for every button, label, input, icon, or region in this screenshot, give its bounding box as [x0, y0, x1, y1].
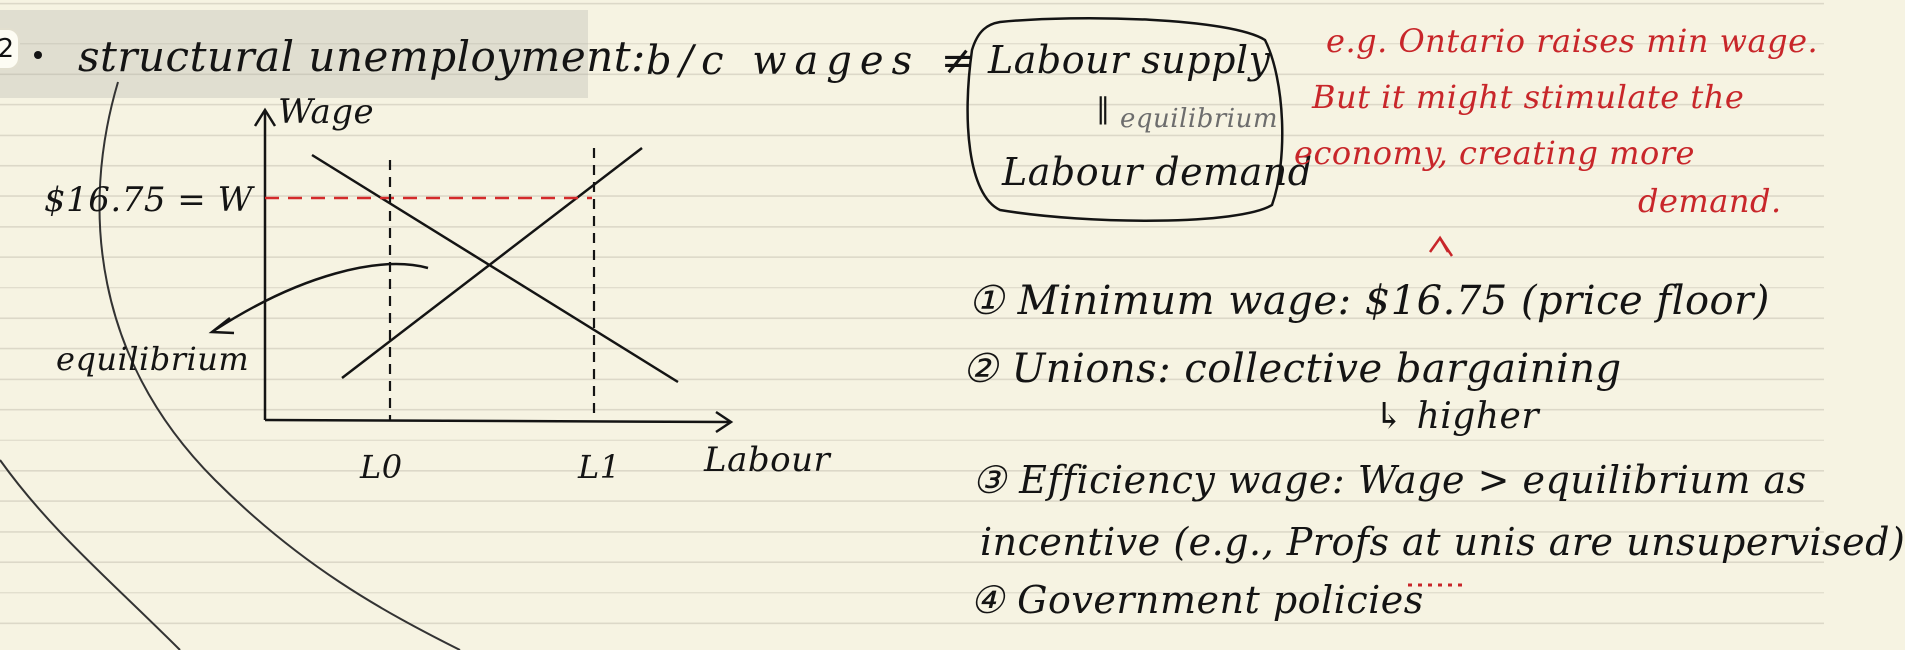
cause-minimum-wage: ① Minimum wage: $16.75 (price floor) — [968, 278, 1770, 324]
equilibrium-note: equilibrium — [1120, 104, 1279, 134]
stray-curve-2 — [0, 459, 181, 650]
cause-efficiency-example: incentive (e.g., Profs at unis are unsup… — [980, 520, 1905, 564]
cause-efficiency-wage: ③ Efficiency wage: Wage > equilibrium as — [972, 458, 1807, 502]
equals-mark: ‖ — [1096, 92, 1111, 125]
sketch-layer — [0, 16, 1462, 650]
section-badge: 2 — [0, 28, 20, 70]
stray-curve-1 — [98, 81, 461, 650]
labour-axis-label: Labour — [704, 440, 831, 480]
wage-axis-label: Wage — [278, 92, 375, 132]
x-axis — [264, 418, 731, 424]
equilibrium-box — [966, 16, 1284, 222]
supply-curve — [341, 147, 643, 379]
example-line-3: economy, creating more — [1294, 134, 1695, 172]
example-line-2: But it might stimulate the — [1312, 78, 1745, 116]
l0-label: L0 — [360, 448, 403, 486]
x-axis-arrow — [715, 410, 734, 434]
red-pointer-stem — [1438, 237, 1454, 257]
labour-demand-label: Labour demand — [1002, 150, 1313, 194]
heading-highlight — [0, 10, 588, 98]
cause-government: ④ Government policies — [970, 578, 1424, 622]
section-number: 2 — [0, 34, 14, 64]
demand-curve — [311, 153, 679, 384]
y-axis-arrow — [253, 107, 277, 127]
min-wage-label: $16.75 = W — [44, 180, 254, 220]
cause-unions: ② Unions: collective bargaining — [962, 346, 1622, 392]
cause-unions-sub: ↳ higher — [1374, 396, 1540, 437]
bullet-dot — [34, 51, 42, 59]
equilibrium-pointer — [214, 262, 429, 332]
heading-title: structural unemployment: — [78, 32, 646, 81]
equilibrium-label: equilibrium — [56, 340, 250, 378]
ruled-lines — [0, 0, 1824, 650]
example-line-1: e.g. Ontario raises min wage. — [1326, 22, 1819, 60]
equilibrium-arrowhead — [208, 317, 235, 335]
example-line-4: demand. — [1638, 182, 1782, 220]
l1-label: L1 — [578, 448, 621, 486]
heading-cause: b/c wages ≠ — [646, 38, 983, 84]
labour-supply-label: Labour supply — [988, 38, 1271, 82]
